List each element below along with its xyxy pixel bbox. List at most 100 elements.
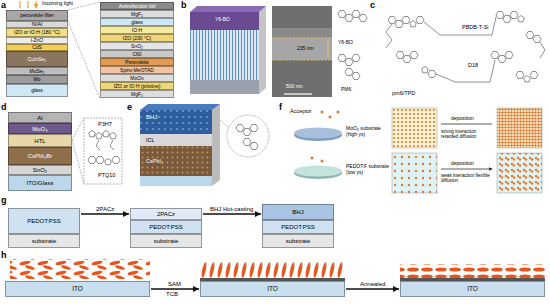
layer-name: IZO (230 °C) bbox=[123, 36, 151, 41]
acceptor-dot bbox=[329, 116, 332, 119]
molecule-layer bbox=[400, 264, 545, 278]
process-label: deposition bbox=[451, 161, 474, 167]
substrate-label: PEDOT:F substrate (low γs) bbox=[346, 164, 390, 175]
layer-name: 2PACz bbox=[157, 211, 175, 217]
panel-letter: e bbox=[127, 103, 132, 113]
layer-name: ITO bbox=[467, 286, 478, 293]
scale-label: 500 nm bbox=[285, 84, 304, 90]
donor-fibrils bbox=[190, 30, 259, 80]
side-chains bbox=[96, 140, 114, 150]
layer-name: PEDOT:PSS bbox=[27, 218, 61, 224]
layer-box: Antireflection foil bbox=[100, 2, 174, 10]
panel-letter: c bbox=[370, 1, 375, 11]
process-label: TCB bbox=[165, 291, 179, 298]
substrate-disc-top bbox=[294, 166, 342, 177]
film-before bbox=[392, 153, 437, 193]
molecule-name: D18 bbox=[468, 62, 478, 68]
layer-name: MoO₃ bbox=[32, 126, 47, 132]
layer-name: Perovskite bbox=[125, 60, 148, 65]
layer-box: IZO (230 °C) bbox=[100, 34, 174, 42]
polymer-chains bbox=[386, 17, 545, 82]
scale-bar bbox=[284, 93, 312, 94]
layer-name: MoSe₂ bbox=[29, 69, 44, 74]
panel-letter: g bbox=[1, 196, 7, 206]
light-arrows bbox=[20, 1, 36, 8]
layer-box: SnO₂ bbox=[100, 42, 174, 50]
acceptor-dot bbox=[321, 160, 324, 163]
layer-name: C60 bbox=[132, 52, 141, 57]
layer-name: SnO₂ bbox=[131, 44, 143, 49]
zoom-line bbox=[220, 120, 229, 128]
layer-box: MoO₃ bbox=[8, 123, 72, 134]
layer-box: CsPbI₂Br bbox=[8, 147, 72, 165]
zoom-lines bbox=[72, 118, 84, 184]
layer-box: PEDOT:PSS bbox=[8, 208, 80, 234]
layer-name: Mo bbox=[34, 77, 41, 82]
layer-box: ITO bbox=[200, 281, 345, 297]
layer-box: CdS bbox=[6, 44, 68, 51]
layer-box: substrate bbox=[8, 234, 80, 248]
acceptor-dot bbox=[337, 111, 340, 114]
acceptor-dot bbox=[311, 157, 314, 160]
panel-letter: b bbox=[181, 1, 187, 11]
layer-name: SnO₂ bbox=[33, 167, 47, 173]
panel-e-art bbox=[140, 104, 269, 186]
molecule-layer bbox=[10, 259, 150, 279]
panel-letter: h bbox=[1, 251, 7, 261]
layer-box: Spiro-MeOTAD bbox=[100, 66, 174, 74]
panel-f-art bbox=[294, 108, 542, 193]
layer-name: CsPbI₂Br bbox=[28, 153, 53, 159]
sem-bright-band bbox=[272, 28, 332, 38]
layer-name: substrate bbox=[32, 238, 57, 244]
molecule-structures bbox=[338, 11, 367, 80]
layer-box: Al bbox=[8, 112, 72, 123]
deposition-arrow bbox=[441, 124, 492, 169]
molecule-name: Acceptor bbox=[290, 108, 312, 114]
panel-c-art bbox=[386, 12, 545, 82]
substrate-label: MoO₃ substrate (high γs) bbox=[346, 126, 390, 137]
layer-name: BHJ bbox=[292, 209, 303, 215]
molecule-name: PBDB-T-Si bbox=[462, 24, 489, 30]
panel-b-art bbox=[190, 6, 367, 97]
molecule-name: PTQ10 bbox=[98, 172, 115, 178]
layer-label: Y6-BO bbox=[214, 17, 231, 23]
substrate-layer bbox=[140, 176, 212, 186]
film-before bbox=[392, 108, 437, 148]
layer-name: MgF₂ bbox=[131, 12, 143, 17]
thickness-marks bbox=[272, 38, 332, 60]
perovskite-layer bbox=[140, 146, 212, 176]
layer-name: glass bbox=[131, 20, 143, 25]
layer-name: Ni/Al bbox=[32, 22, 43, 27]
layer-box: CuInSe₂ bbox=[6, 51, 68, 67]
layer-box: 2PACz bbox=[130, 208, 202, 220]
layer-name: i-ZnO bbox=[31, 38, 44, 43]
process-label: deposition bbox=[451, 116, 474, 122]
layer-box: glass bbox=[6, 84, 68, 97]
layer-box: Perovskite bbox=[100, 58, 174, 66]
layer-name: CdS bbox=[32, 45, 42, 50]
layer-name: MgF₂ bbox=[131, 92, 143, 97]
light-label: Incoming light bbox=[42, 1, 73, 7]
layer-name: glass bbox=[31, 88, 43, 93]
layer-name: ITO bbox=[72, 286, 83, 293]
layer-label: ICL bbox=[145, 137, 156, 143]
arrow-label: Annealed bbox=[359, 281, 386, 288]
layer-box: Mo bbox=[6, 75, 68, 84]
stack-top-face bbox=[140, 104, 220, 110]
electrode-layer bbox=[190, 80, 259, 94]
process-note: weak interaction flexible diffusion bbox=[441, 173, 493, 183]
layer-box: MoSe₂ bbox=[6, 67, 68, 75]
layer-box: perovskite filter bbox=[6, 10, 68, 21]
layer-name: PEDOT:PSS bbox=[149, 224, 183, 230]
layer-name: ITO/Glass bbox=[27, 180, 54, 186]
layer-name: IZO or IO:H (180 °C) bbox=[14, 30, 60, 35]
process-note: strong interaction retarded diffusion bbox=[441, 129, 493, 139]
layer-name: substrate bbox=[286, 238, 311, 244]
device-side-face bbox=[259, 6, 266, 94]
layer-box: ITO bbox=[400, 281, 545, 297]
panel-letter: f bbox=[279, 103, 282, 113]
layer-name: CuInSe₂ bbox=[28, 57, 47, 62]
sem-image bbox=[272, 6, 332, 97]
